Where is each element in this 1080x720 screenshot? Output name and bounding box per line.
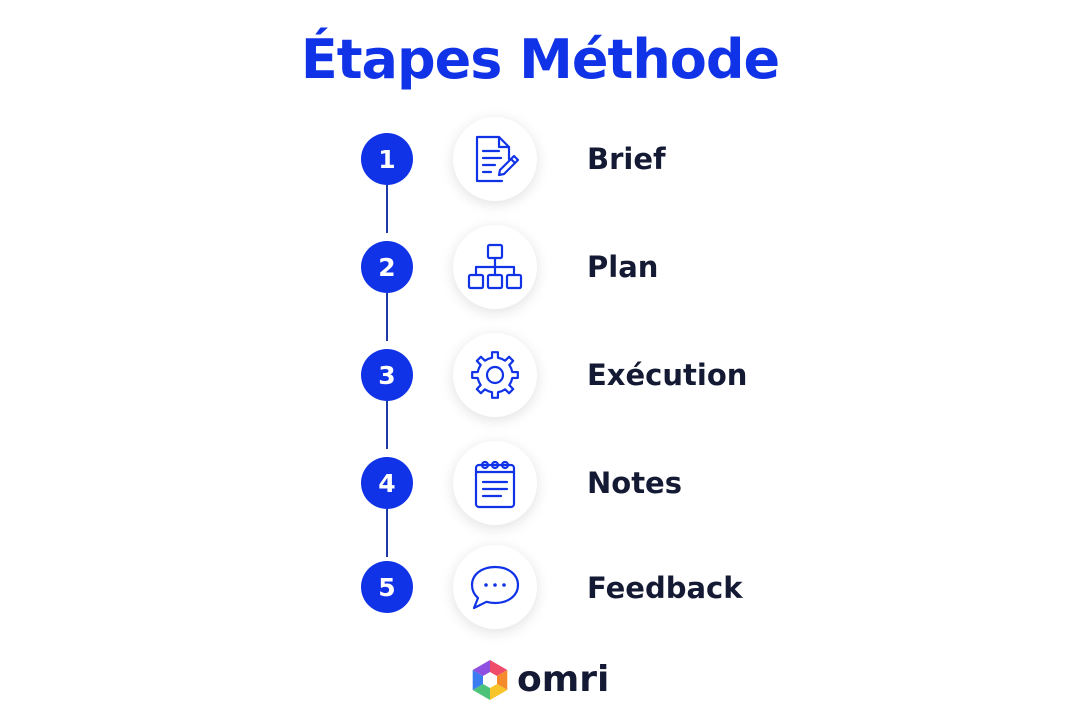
hexagon-logo-icon xyxy=(472,660,508,700)
step-icon-circle xyxy=(453,117,537,201)
step-icon-circle xyxy=(453,545,537,629)
chat-bubble-icon xyxy=(470,565,520,610)
step-number-badge: 4 xyxy=(361,457,413,509)
notepad-icon xyxy=(474,460,516,509)
step-number-badge: 3 xyxy=(361,349,413,401)
step-number-badge: 2 xyxy=(361,241,413,293)
brand-logo: omri xyxy=(470,659,609,701)
step-label: Brief xyxy=(587,142,666,176)
connector-line-1-2 xyxy=(386,185,388,233)
step-icon-circle xyxy=(453,225,537,309)
step-icon-circle xyxy=(453,333,537,417)
step-number-badge: 1 xyxy=(361,133,413,185)
step-icon-circle xyxy=(453,441,537,525)
step-number-badge: 5 xyxy=(361,561,413,613)
connector-line-3-4 xyxy=(386,401,388,449)
page-title: Étapes Méthode xyxy=(300,28,780,91)
step-label: Feedback xyxy=(587,571,743,605)
gear-icon xyxy=(471,351,519,399)
logo-text: omri xyxy=(517,659,610,700)
step-label: Exécution xyxy=(587,358,748,392)
step-label: Plan xyxy=(587,250,659,284)
connector-line-4-5 xyxy=(386,509,388,557)
step-label: Notes xyxy=(587,466,682,500)
document-edit-icon xyxy=(475,135,520,183)
hierarchy-icon xyxy=(467,243,523,290)
connector-line-2-3 xyxy=(386,293,388,341)
